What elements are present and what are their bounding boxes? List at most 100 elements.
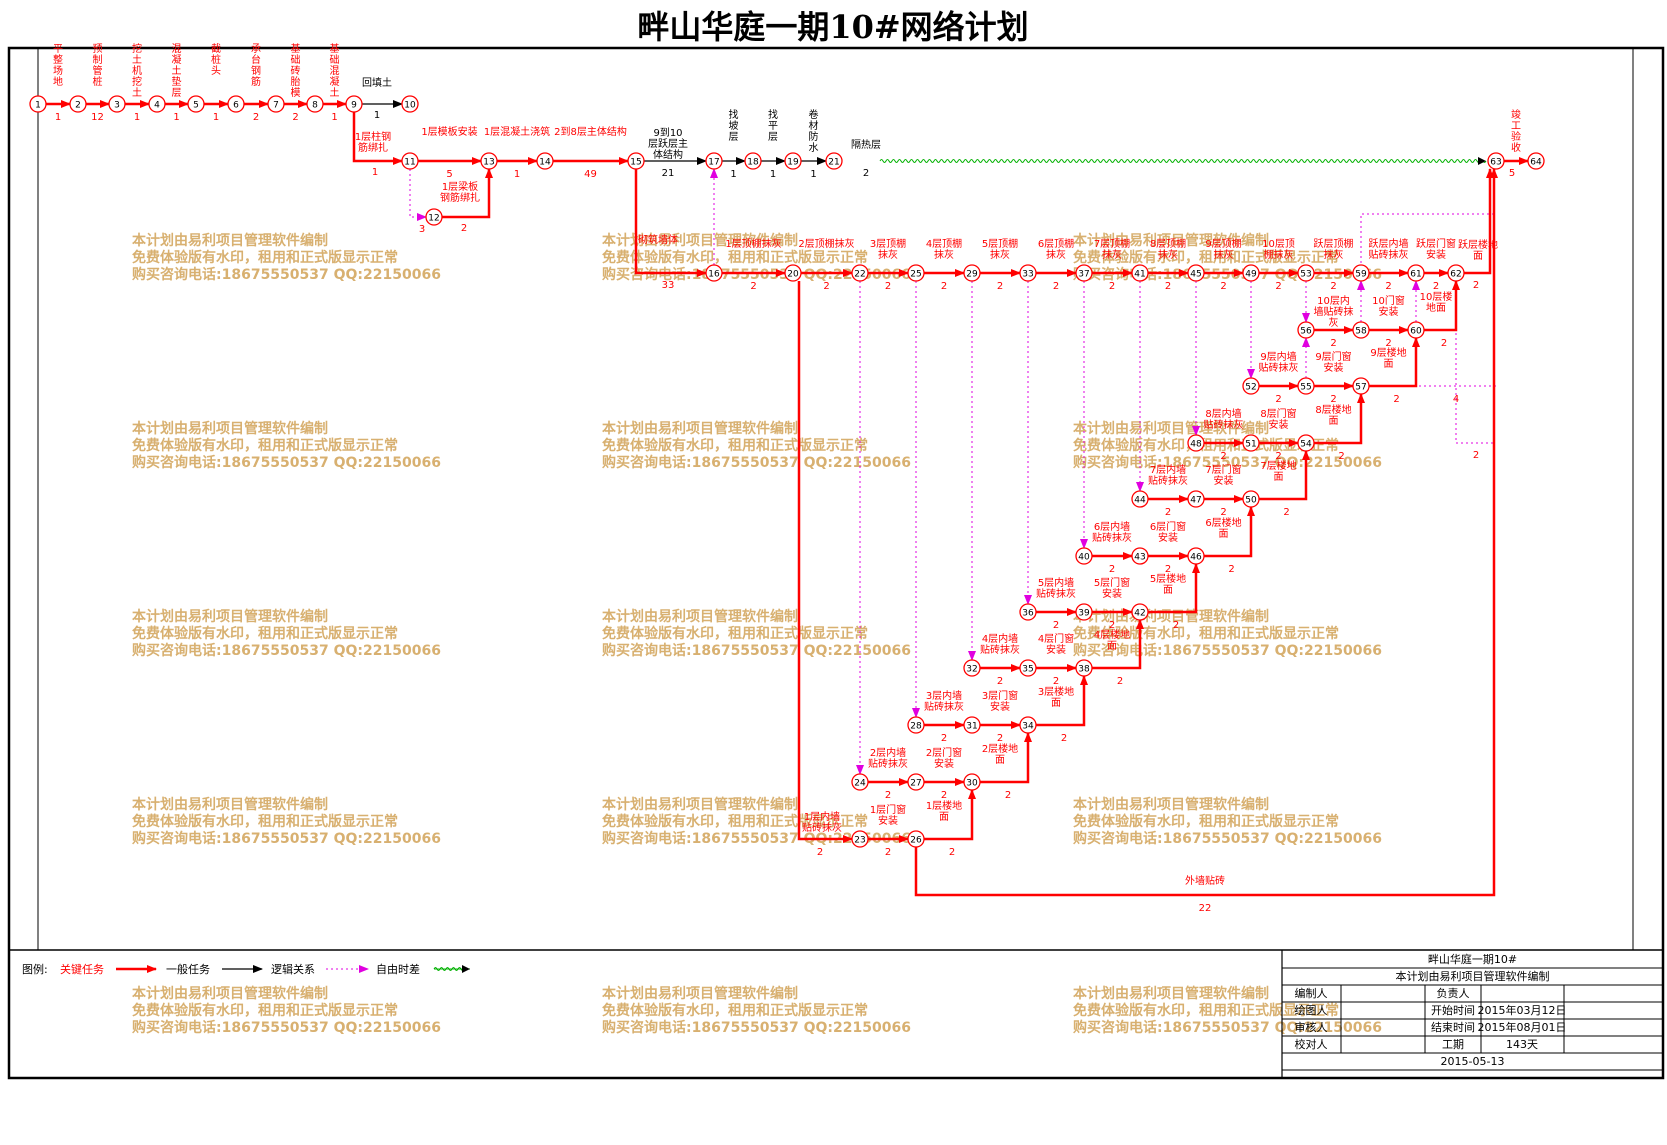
node-20[interactable]: 20 xyxy=(784,264,802,282)
node-42[interactable]: 42 xyxy=(1131,603,1149,621)
node-62[interactable]: 62 xyxy=(1447,264,1465,282)
node-26[interactable]: 26 xyxy=(907,830,925,848)
node-23[interactable]: 23 xyxy=(851,830,869,848)
activity-label: 7层顶棚 xyxy=(1094,237,1130,250)
node-32[interactable]: 32 xyxy=(963,659,981,677)
node-52[interactable]: 52 xyxy=(1242,377,1260,395)
node-53[interactable]: 53 xyxy=(1297,264,1315,282)
node-4[interactable]: 4 xyxy=(148,95,166,113)
activity-label: 础 xyxy=(330,54,340,66)
node-29[interactable]: 29 xyxy=(963,264,981,282)
node-9[interactable]: 9 xyxy=(345,95,363,113)
node-14[interactable]: 14 xyxy=(536,152,554,170)
info-subheader: 本计划由易利项目管理软件编制 xyxy=(1396,969,1550,983)
node-38[interactable]: 38 xyxy=(1075,659,1093,677)
activity-label: 层跃层主 xyxy=(648,138,688,150)
node-51[interactable]: 51 xyxy=(1242,434,1260,452)
activity-duration: 1 xyxy=(173,112,179,123)
node-11[interactable]: 11 xyxy=(401,152,419,170)
node-40[interactable]: 40 xyxy=(1075,547,1093,565)
node-43[interactable]: 43 xyxy=(1131,547,1149,565)
activity-duration: 2 xyxy=(1109,564,1115,575)
node-21[interactable]: 21 xyxy=(825,152,843,170)
node-13[interactable]: 13 xyxy=(480,152,498,170)
node-49[interactable]: 49 xyxy=(1242,264,1260,282)
node-35[interactable]: 35 xyxy=(1019,659,1037,677)
node-circle xyxy=(825,152,843,170)
node-30[interactable]: 30 xyxy=(963,773,981,791)
node-24[interactable]: 24 xyxy=(851,773,869,791)
activity-arrow xyxy=(924,789,976,841)
watermark-layer: 本计划由易利项目管理软件编制免费体验版有水印，租用和正式版显示正常购买咨询电话:… xyxy=(132,232,1382,1036)
activity-arrow xyxy=(1204,506,1255,558)
node-1[interactable]: 1 xyxy=(29,95,47,113)
node-8[interactable]: 8 xyxy=(306,95,324,113)
node-number: 63 xyxy=(1490,158,1501,168)
node-7[interactable]: 7 xyxy=(267,95,285,113)
node-44[interactable]: 44 xyxy=(1131,490,1149,508)
node-number: 26 xyxy=(910,836,922,846)
node-50[interactable]: 50 xyxy=(1242,490,1260,508)
node-47[interactable]: 47 xyxy=(1187,490,1205,508)
node-28[interactable]: 28 xyxy=(907,716,925,734)
activity-duration: 2 xyxy=(292,112,298,123)
node-25[interactable]: 25 xyxy=(907,264,925,282)
node-circle xyxy=(1407,264,1425,282)
node-48[interactable]: 48 xyxy=(1187,434,1205,452)
activity-label: 台 xyxy=(251,53,261,66)
activity-label: 安装 xyxy=(1046,643,1066,656)
node-6[interactable]: 6 xyxy=(227,95,245,113)
node-41[interactable]: 41 xyxy=(1131,264,1149,282)
node-63[interactable]: 63 xyxy=(1487,152,1505,170)
activity-label: 桩 xyxy=(93,75,103,88)
node-34[interactable]: 34 xyxy=(1019,716,1037,734)
activity-label: 材 xyxy=(809,119,819,132)
node-17[interactable]: 17 xyxy=(705,152,723,170)
node-36[interactable]: 36 xyxy=(1019,603,1037,621)
node-18[interactable]: 18 xyxy=(744,152,762,170)
info-cell: 校对人 xyxy=(1295,1037,1328,1051)
node-55[interactable]: 55 xyxy=(1297,377,1315,395)
activity-arrow xyxy=(980,732,1032,784)
node-39[interactable]: 39 xyxy=(1075,603,1093,621)
node-10[interactable]: 10 xyxy=(401,95,419,113)
info-cell: 绘图人 xyxy=(1295,1003,1328,1017)
watermark-line: 购买咨询电话:18675550537 QQ:22150066 xyxy=(602,642,911,659)
node-37[interactable]: 37 xyxy=(1075,264,1093,282)
node-54[interactable]: 54 xyxy=(1297,434,1315,452)
node-64[interactable]: 64 xyxy=(1527,152,1545,170)
activity-label: 础 xyxy=(291,54,301,66)
node-circle xyxy=(851,264,869,282)
activity-arrow xyxy=(1036,675,1088,727)
node-31[interactable]: 31 xyxy=(963,716,981,734)
node-12[interactable]: 12 xyxy=(425,208,443,226)
activity-label: 筋绑扎 xyxy=(358,141,388,154)
legend-wave xyxy=(433,967,465,971)
node-56[interactable]: 56 xyxy=(1297,321,1315,339)
node-58[interactable]: 58 xyxy=(1352,321,1370,339)
activity-label: 跃层顶棚 xyxy=(1314,237,1354,250)
node-45[interactable]: 45 xyxy=(1187,264,1205,282)
node-16[interactable]: 16 xyxy=(705,264,723,282)
node-60[interactable]: 60 xyxy=(1407,321,1425,339)
activity-label: 面 xyxy=(1107,641,1117,652)
node-19[interactable]: 19 xyxy=(784,152,802,170)
node-33[interactable]: 33 xyxy=(1019,264,1037,282)
activity-duration: 2 xyxy=(1433,281,1439,292)
node-number: 23 xyxy=(854,836,865,846)
node-57[interactable]: 57 xyxy=(1352,377,1370,395)
node-22[interactable]: 22 xyxy=(851,264,869,282)
node-61[interactable]: 61 xyxy=(1407,264,1425,282)
node-3[interactable]: 3 xyxy=(108,95,126,113)
activity-label: 10层顶 xyxy=(1262,238,1295,250)
node-27[interactable]: 27 xyxy=(907,773,925,791)
node-2[interactable]: 2 xyxy=(69,95,87,113)
node-46[interactable]: 46 xyxy=(1187,547,1205,565)
node-5[interactable]: 5 xyxy=(187,95,205,113)
activity-duration: 1 xyxy=(331,112,337,123)
activity-label: 2层内墙 xyxy=(870,746,906,759)
activity-label: 砖 xyxy=(291,64,301,77)
activity-label: 3层内墙 xyxy=(926,689,962,702)
node-59[interactable]: 59 xyxy=(1352,264,1370,282)
node-15[interactable]: 15 xyxy=(627,152,645,170)
